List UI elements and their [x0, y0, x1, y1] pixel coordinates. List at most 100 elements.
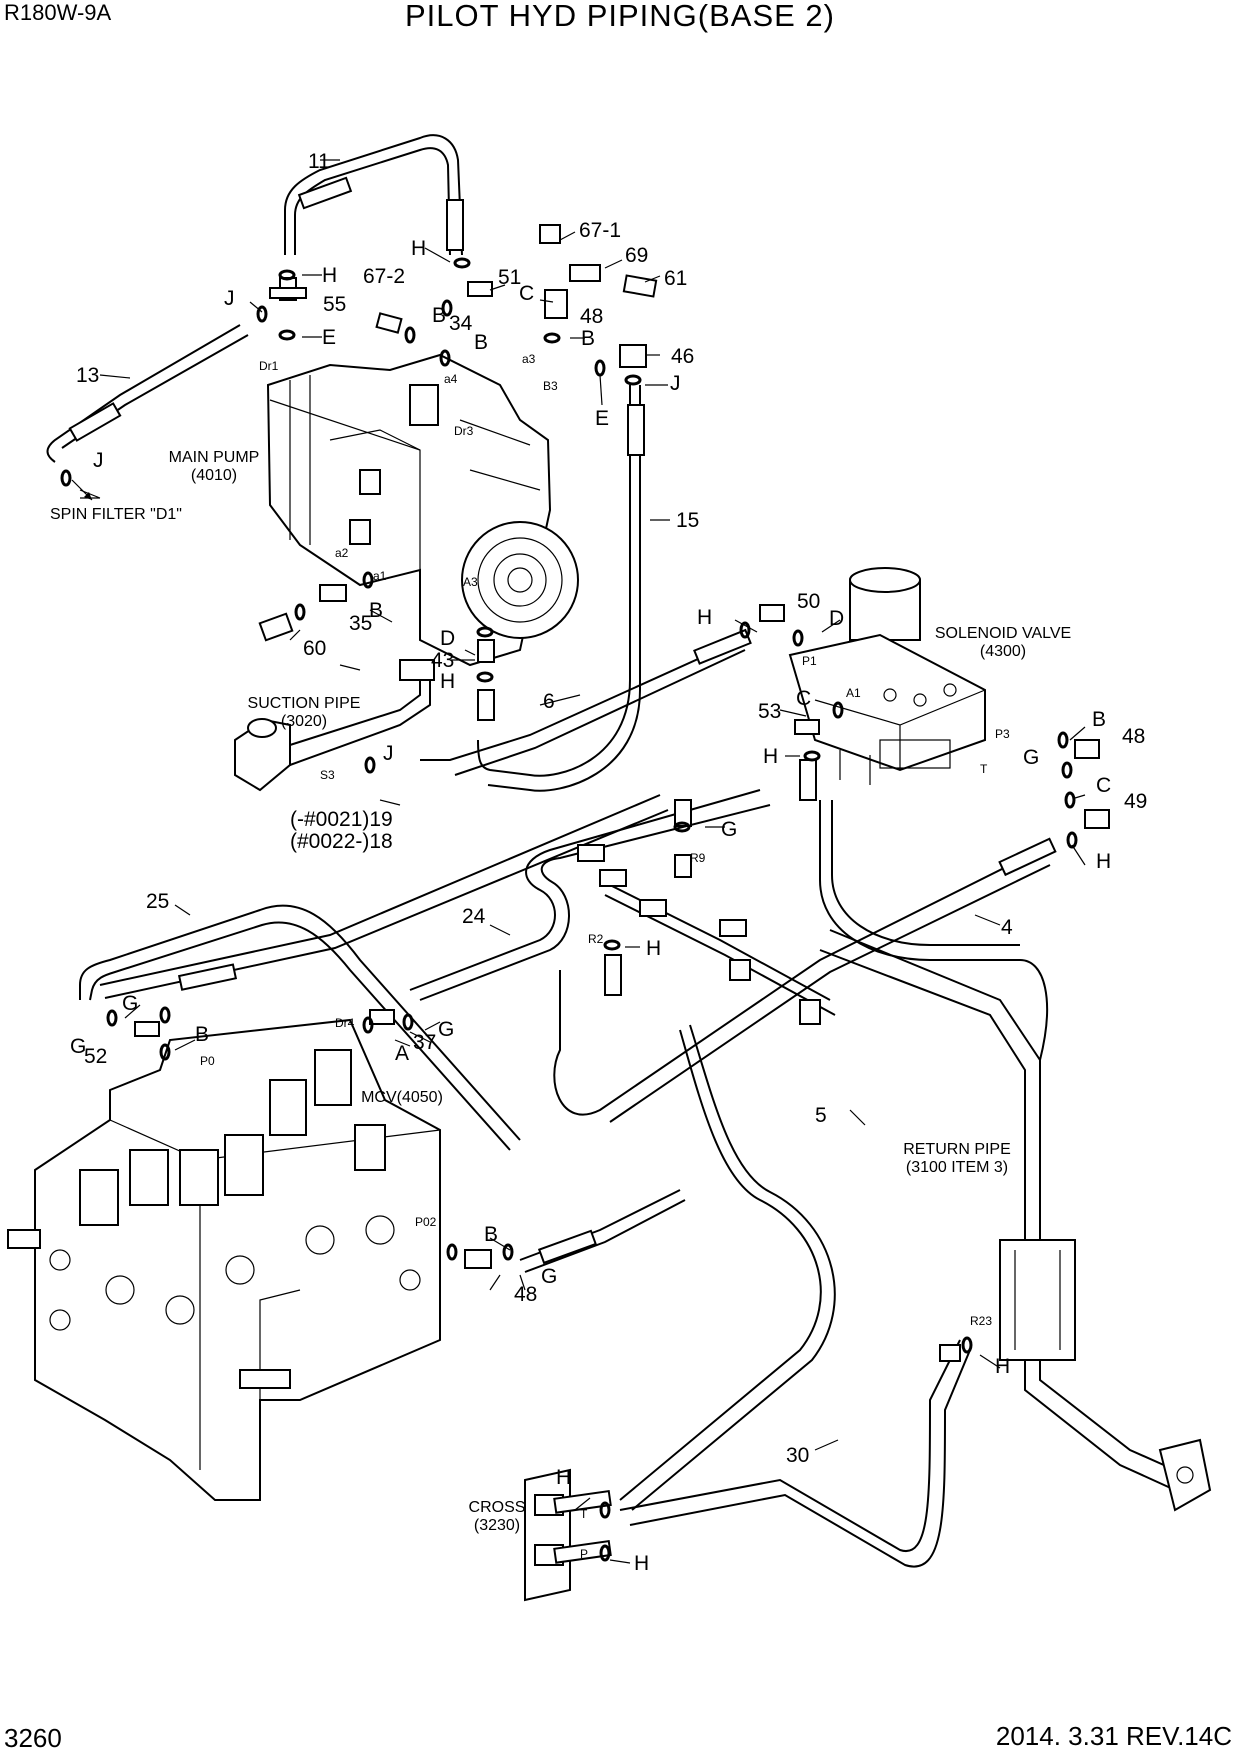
part-label: A	[395, 1042, 409, 1065]
port-label: P3	[995, 727, 1010, 741]
arrow-head-icon	[84, 492, 92, 500]
solenoid-valve-label: SOLENOID VALVE	[935, 625, 1071, 642]
part-label: C	[1096, 774, 1111, 797]
part-label: J	[670, 372, 681, 395]
part-label: J	[383, 742, 394, 765]
o-rings	[60, 257, 1078, 1562]
port-label: P0	[200, 1054, 215, 1068]
suction-pipe	[234, 659, 435, 792]
part-label: (#0022-)18	[290, 830, 393, 853]
fittings	[134, 224, 1110, 1362]
suction-pipe-code: (3020)	[281, 713, 327, 730]
part-label: 5	[815, 1104, 827, 1127]
part-label: H	[763, 745, 778, 768]
part-label: B	[484, 1223, 498, 1246]
part-label: 43	[431, 649, 454, 672]
port-label: P	[580, 1547, 588, 1561]
part-label: D	[440, 627, 455, 650]
part-label: G	[122, 992, 138, 1015]
port-label: T	[980, 762, 988, 776]
part-label: H	[440, 670, 455, 693]
port-label: T	[580, 1507, 588, 1521]
port-label: R9	[690, 851, 706, 865]
page-title: PILOT HYD PIPING(BASE 2)	[405, 0, 835, 33]
revision-date: 2014. 3.31 REV.14C	[995, 1721, 1232, 1751]
part-label: H	[411, 237, 426, 260]
main-pump	[266, 353, 579, 667]
return-pipe-label: RETURN PIPE	[903, 1141, 1011, 1158]
component-labels: MAIN PUMP (4010) SOLENOID VALVE (4300) S…	[50, 449, 1071, 1534]
part-label: 15	[676, 509, 699, 532]
port-label: a4	[444, 372, 458, 386]
port-label: R23	[970, 1314, 992, 1328]
part-label: 34	[449, 312, 473, 335]
part-label: H	[697, 606, 712, 629]
port-label: Dr4	[335, 1016, 355, 1030]
part-label: B	[474, 331, 488, 354]
part-label: G	[721, 818, 737, 841]
solenoid-valve	[788, 567, 986, 785]
part-label: H	[322, 264, 337, 287]
part-label: J	[224, 287, 235, 310]
part-label: 67-1	[579, 219, 621, 242]
part-label: B	[432, 304, 446, 327]
part-labels: 11 H 67-1 69 61 J H 55 E 67-2 51 C B 34 …	[70, 150, 1147, 1575]
part-label: 25	[146, 890, 169, 913]
part-label: 48	[514, 1283, 537, 1306]
port-label: a2	[335, 546, 349, 560]
part-label: G	[438, 1018, 454, 1041]
cross-label: CROSS	[469, 1499, 526, 1516]
part-label: H	[646, 937, 661, 960]
cross-fitting	[524, 1468, 571, 1602]
part-label: 52	[84, 1045, 107, 1068]
part-label: 67-2	[363, 265, 405, 288]
part-label: 11	[308, 150, 330, 173]
port-label: P02	[415, 1215, 437, 1229]
part-label: D	[829, 607, 844, 630]
part-label: B	[581, 327, 595, 350]
part-label: H	[1096, 850, 1111, 873]
part-label: 37	[413, 1031, 436, 1054]
port-label: S3	[320, 768, 335, 782]
mcv-label: MCV(4050)	[361, 1089, 443, 1106]
part-label: J	[93, 449, 104, 472]
main-pump-code: (4010)	[191, 467, 237, 484]
part-label: E	[322, 326, 336, 349]
part-label: 49	[1124, 790, 1147, 813]
port-label: Dr3	[454, 424, 474, 438]
page-number: 3260	[4, 1723, 62, 1753]
part-label: 48	[580, 305, 603, 328]
main-pump-label: MAIN PUMP	[169, 449, 260, 466]
part-label: G	[541, 1265, 557, 1288]
part-label: 69	[625, 244, 648, 267]
part-label: 55	[323, 293, 346, 316]
part-label: (-#0021)19	[290, 808, 393, 831]
part-label: H	[995, 1355, 1010, 1378]
part-label: 6	[543, 690, 555, 713]
return-pipe	[819, 929, 1212, 1512]
part-label: H	[556, 1466, 571, 1489]
model-number: R180W-9A	[4, 0, 112, 25]
part-label: B	[195, 1023, 209, 1046]
port-label: Dr1	[259, 359, 279, 373]
part-label: 53	[758, 700, 781, 723]
port-label: a3	[522, 352, 536, 366]
leader-lines	[79, 159, 1086, 1564]
solenoid-valve-code: (4300)	[980, 643, 1026, 660]
part-label: B	[369, 599, 383, 622]
port-label: B3	[543, 379, 558, 393]
part-label: 46	[671, 345, 694, 368]
part-label: 60	[303, 637, 326, 660]
part-label: 61	[664, 267, 687, 290]
port-label: A3	[463, 575, 478, 589]
part-label: C	[796, 687, 811, 710]
return-pipe-code: (3100 ITEM 3)	[906, 1159, 1008, 1176]
part-label: 51	[498, 266, 521, 289]
port-label: P1	[802, 654, 817, 668]
part-label: R2	[588, 932, 604, 946]
suction-pipe-label: SUCTION PIPE	[248, 695, 361, 712]
part-label: 13	[76, 364, 99, 387]
part-label: 50	[797, 590, 820, 613]
part-label: G	[70, 1035, 86, 1058]
